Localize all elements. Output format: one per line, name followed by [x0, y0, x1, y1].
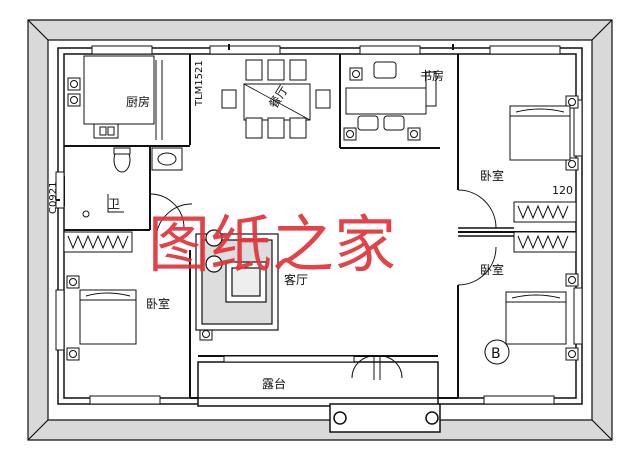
wall-ticks [56, 44, 454, 201]
closets [63, 201, 577, 253]
label-dim-120: 120 [552, 184, 573, 197]
doors [149, 189, 497, 380]
living-sofa [195, 229, 279, 331]
label-bathroom: 卫 [108, 197, 120, 211]
label-terrace: 露台 [262, 376, 286, 391]
axis-marker: B [484, 339, 510, 365]
label-door-tlm: TLM1521 [194, 60, 205, 107]
windows [55, 45, 583, 405]
label-kitchen: 厨房 [126, 94, 150, 109]
kitchen-fixtures [83, 55, 163, 140]
outer-wall-band [27, 19, 613, 441]
watermark-text: 图纸之家 [148, 208, 396, 281]
label-bedroom-right-top: 卧室 [480, 168, 504, 183]
dining-set [221, 59, 331, 139]
bathroom-fixtures [82, 147, 183, 218]
beds [79, 105, 571, 345]
label-living: 客厅 [284, 272, 308, 287]
label-study: 书房 [420, 68, 444, 83]
study-furniture [345, 61, 437, 131]
label-bedroom-right-bottom: 卧室 [480, 262, 504, 277]
label-window-c: C0921 [48, 182, 59, 214]
label-bedroom-left: 卧室 [146, 296, 170, 311]
terrace-block [197, 361, 441, 433]
axis-marker-label: B [491, 346, 501, 362]
